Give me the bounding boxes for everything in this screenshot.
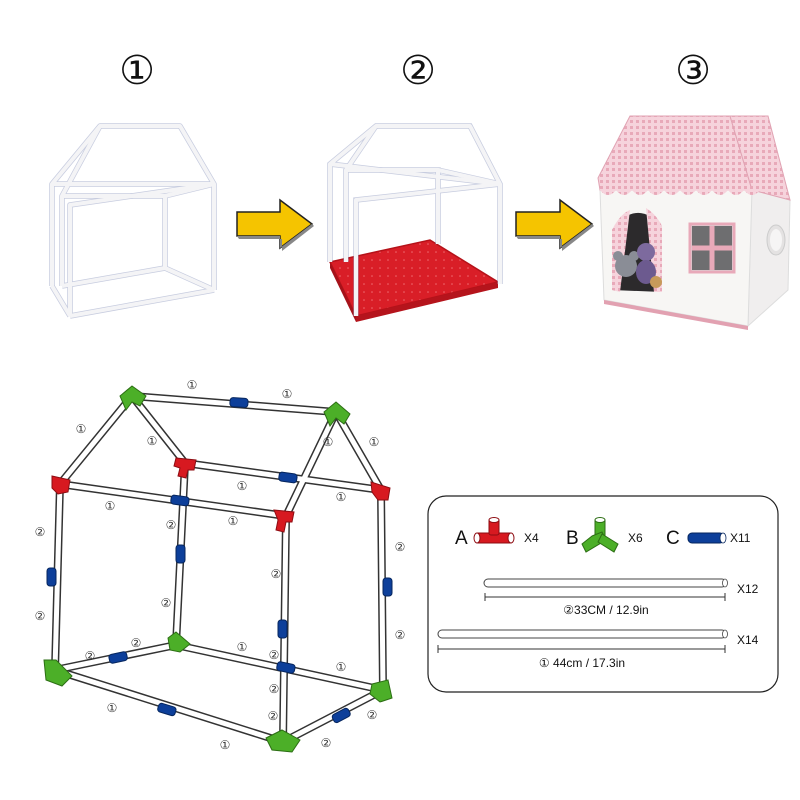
step-numbers: ① ② ③ (119, 49, 711, 93)
pipe-mark: ② (395, 540, 406, 554)
short-pipe-dimension-line (484, 593, 726, 601)
long-pipe-count: X14 (737, 633, 759, 647)
pipe-mark: ② (269, 648, 280, 662)
parts-panel-border (427, 495, 779, 693)
red-t-connector-icon (473, 517, 515, 544)
pipe-mark: ② (269, 682, 280, 696)
pipe-mark: ① (105, 499, 116, 513)
step-3-finished-tent-image (597, 115, 791, 330)
pipe-length-marks: ① ① ① ① ① ① ① ① ① ① ① ① ① ① ② ② ② ② ② ② … (35, 378, 406, 752)
pipe-mark: ① (282, 387, 293, 401)
pipe-mark: ① (220, 738, 231, 752)
arrow-right-icon-1 (236, 198, 314, 251)
pipe-mark: ① (369, 435, 380, 449)
long-pipe-dimension-line (437, 645, 726, 653)
step-3-number: ③ (675, 49, 711, 93)
connector-a-count: X4 (524, 531, 539, 545)
green-corner-connector-icon (581, 517, 619, 553)
pipe-mark: ① (336, 490, 347, 504)
arrow-right-icon-2 (515, 198, 594, 251)
parts-list-panel: A X4 B X6 C X11 X12 (427, 495, 779, 693)
pipe-mark: ② (395, 628, 406, 642)
assembly-pipes (51, 392, 387, 746)
pipe-mark: ② (131, 636, 142, 650)
connector-b-count: X6 (628, 531, 643, 545)
pipe-mark: ① (336, 660, 347, 674)
connector-b-letter: B (566, 528, 579, 549)
step-2-number: ② (400, 49, 436, 93)
step-1-frame-image (49, 123, 217, 319)
pipe-mark: ② (367, 708, 378, 722)
short-pipe-count: X12 (737, 582, 759, 596)
pipe-mark: ② (35, 609, 46, 623)
pipe-mark: ② (271, 567, 282, 581)
pipe-mark: ① (237, 479, 248, 493)
pipe-mark: ① (187, 378, 198, 392)
pipe-mark: ① (237, 640, 248, 654)
pipe-mark: ① (228, 514, 239, 528)
pipe-mark: ② (166, 518, 177, 532)
connector-c-letter: C (666, 528, 680, 549)
short-pipe-icon (483, 578, 728, 588)
pipe-mark: ② (161, 596, 172, 610)
step-2-frame-with-mat-image (327, 123, 503, 322)
green-corner-connectors (43, 385, 393, 753)
pipe-mark: ① (323, 435, 334, 449)
red-t-connectors (51, 457, 391, 533)
connector-a-letter: A (455, 528, 468, 549)
pipe-mark: ② (268, 709, 279, 723)
assembly-diagram: ① ① ① ① ① ① ① ① ① ① ① ① ① ① ② ② ② ② ② ② … (35, 378, 406, 753)
long-pipe-length-label: ① 44cm / 17.3in (539, 656, 625, 670)
pipe-mark: ① (76, 422, 87, 436)
step-1-number: ① (119, 49, 155, 93)
long-pipe-icon (437, 629, 728, 639)
pipe-mark: ① (107, 701, 118, 715)
blue-sleeve-connector-icon (687, 532, 727, 544)
pipe-mark: ② (85, 649, 96, 663)
blue-sleeve-connectors (46, 397, 393, 724)
pipe-mark: ② (321, 736, 332, 750)
pipe-mark: ① (147, 434, 158, 448)
connector-c-count: X11 (730, 531, 751, 545)
short-pipe-length-label: ②33CM / 12.9in (563, 603, 648, 617)
pipe-mark: ② (35, 525, 46, 539)
